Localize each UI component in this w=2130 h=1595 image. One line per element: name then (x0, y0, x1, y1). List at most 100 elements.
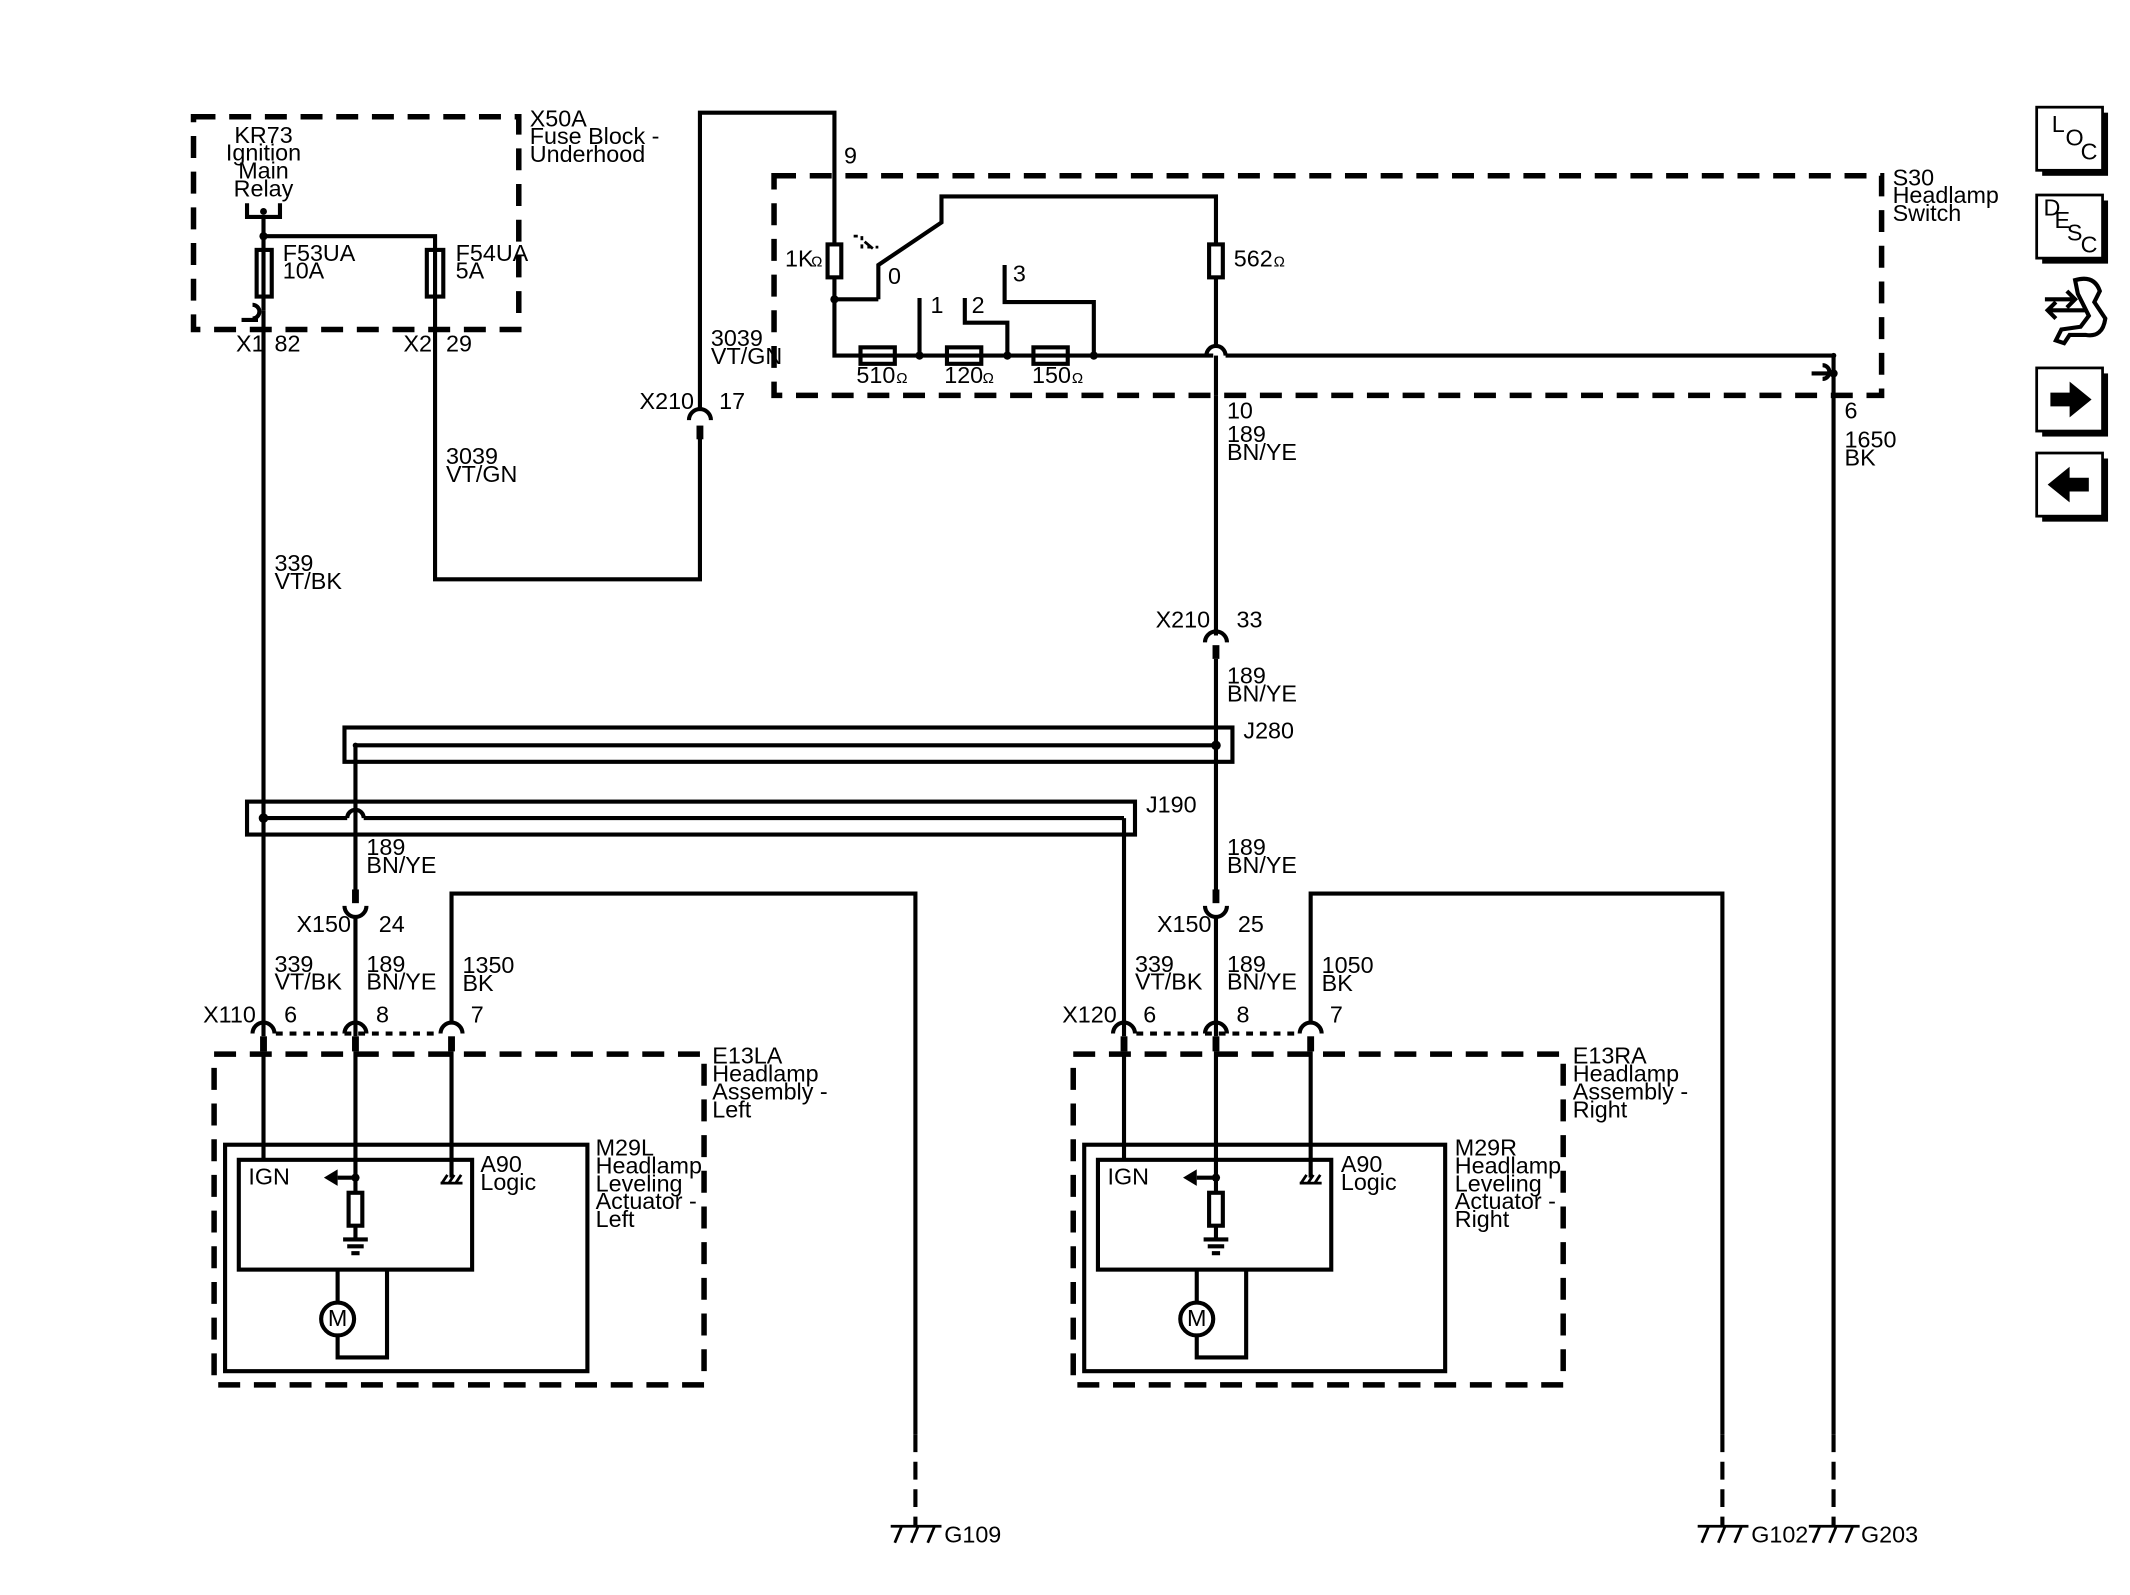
resistor-562-unit: Ω (1274, 253, 1285, 270)
location-letter-o: O (2065, 125, 2083, 151)
right-assembly-name-1: Headlamp (1573, 1061, 1679, 1087)
connector-wrench-icon[interactable] (2044, 276, 2108, 346)
switch-name-1: Headlamp (1893, 182, 1999, 208)
left-actuator-name-3: Actuator - (596, 1188, 697, 1214)
connector-x110-pin-7: 7 (471, 1002, 484, 1028)
location-button[interactable]: L O C (2035, 105, 2109, 176)
connector-x210-33: X210 33 (1156, 606, 1263, 659)
resistor-120-value: 120 (944, 362, 983, 388)
wire-189-upper-circuit: 189 (1227, 421, 1266, 447)
wire-189-mid-circuit: 189 (1227, 663, 1266, 689)
connector-x210-33-pin: 33 (1237, 606, 1263, 632)
description-letter-c: C (2081, 232, 2098, 258)
fuse-f54ua-rating: 5A (456, 258, 485, 284)
resistor-510-unit: Ω (896, 370, 907, 387)
wire-339-right-circuit: 339 (1135, 951, 1174, 977)
switch-pos-3: 3 (1013, 260, 1026, 286)
connector-x110-pin-8: 8 (376, 1002, 389, 1028)
fuse-f53ua-id: F53UA (283, 240, 356, 266)
connector-x210-33-id: X210 (1156, 606, 1211, 632)
connector-x210-17: X210 17 (640, 388, 745, 440)
left-logic-ign: IGN (248, 1164, 289, 1190)
switch-pin-9: 9 (844, 142, 857, 168)
splice-j190-id: J190 (1146, 792, 1197, 818)
wire-339-right-color: VT/BK (1135, 969, 1203, 995)
fuse-f53ua: F53UA 10A (254, 236, 356, 299)
wire-339-main-color: VT/BK (274, 568, 342, 594)
wire-189-right-circuit: 189 (1227, 951, 1266, 977)
connector-x120-id: X120 (1062, 1002, 1117, 1028)
left-actuator-name-1: Headlamp (596, 1153, 702, 1179)
fuse-block-id: X50A (530, 105, 588, 131)
wire-189-right-upper-circuit: 189 (1227, 834, 1266, 860)
fuse-f54ua-id: F54UA (456, 240, 529, 266)
wire-3039-upper-color: VT/GN (711, 343, 782, 369)
switch-pos-0: 0 (888, 263, 901, 289)
connector-x120: X120 6 8 7 (1062, 1002, 1343, 1052)
arrow-left-icon (2047, 466, 2089, 503)
headlamp-assembly-right: E13RA Headlamp Assembly - Right M29R Hea… (1070, 1043, 1688, 1388)
left-assembly-name-1: Headlamp (712, 1061, 818, 1087)
relay-name-2: Main (238, 158, 289, 184)
right-logic-ground-icon (1299, 1174, 1322, 1185)
connector-x110: X110 6 8 7 (203, 1002, 484, 1052)
connector-x120-pin-8: 8 (1237, 1002, 1250, 1028)
fuse-f54ua: F54UA 5A (424, 240, 529, 299)
arrow-right-icon (2050, 381, 2092, 418)
next-page-button[interactable] (2035, 366, 2109, 437)
connector-x110-pin-6: 6 (284, 1002, 297, 1028)
wire-1350-color: BK (463, 970, 495, 996)
connector-x150-25-pin: 25 (1238, 911, 1264, 937)
wire-189-left-circuit: 189 (366, 951, 405, 977)
wire-1350 (449, 891, 918, 1435)
resistor-510-value: 510 (856, 362, 895, 388)
right-assembly-id: E13RA (1573, 1043, 1647, 1069)
splice-j280: J280 (342, 717, 1294, 764)
previous-page-button[interactable] (2035, 451, 2109, 522)
relay-name-3: Relay (234, 175, 294, 201)
pin-x1: X1 (236, 330, 265, 356)
wire-189-left-color: BN/YE (366, 969, 436, 995)
connector-x210-17-pin: 17 (719, 388, 745, 414)
pin-82: 82 (274, 330, 300, 356)
left-logic-ground-icon (440, 1174, 463, 1185)
fuse-block-name-1: Fuse Block - (530, 123, 660, 149)
right-logic-ign: IGN (1108, 1164, 1149, 1190)
connector-x110-id: X110 (203, 1002, 256, 1028)
fuse-block-x50a: X50A Fuse Block - Underhood KR73 Ignitio… (190, 105, 660, 356)
description-letter-d: D (2044, 195, 2061, 221)
ignition-main-relay: KR73 Ignition Main Relay (226, 122, 301, 237)
connector-x120-pin-6: 6 (1143, 1002, 1156, 1028)
wire-3039-lower (432, 329, 702, 582)
wire-189-mid-color: BN/YE (1227, 680, 1297, 706)
resistor-150-value: 150 (1032, 362, 1071, 388)
headlamp-switch-s30: S30 Headlamp Switch 9 1K Ω 0 1 2 3 510 Ω… (771, 142, 1999, 399)
right-assembly-name-3: Right (1573, 1096, 1628, 1122)
description-letter-e: E (2055, 207, 2071, 233)
wire-339-left-color: VT/BK (274, 969, 342, 995)
wire-189-left-upper-circuit: 189 (366, 834, 405, 860)
relay-id: KR73 (234, 122, 292, 148)
switch-pin-10: 10 (1227, 398, 1253, 424)
right-assembly-name-2: Assembly - (1573, 1078, 1688, 1104)
splice-j280-id: J280 (1243, 717, 1294, 743)
left-assembly-name-3: Left (712, 1096, 751, 1122)
ground-g109: G109 (890, 1434, 1001, 1548)
right-actuator-name-1: Headlamp (1455, 1153, 1561, 1179)
left-assembly-id: E13LA (712, 1043, 782, 1069)
connector-x150-25-id: X150 (1157, 911, 1212, 937)
wire-3039-upper-circuit: 3039 (711, 325, 763, 351)
right-actuator-name-2: Leveling (1455, 1170, 1542, 1196)
connector-x120-pin-7: 7 (1330, 1002, 1343, 1028)
wire-189-right-upper-color: BN/YE (1227, 852, 1297, 878)
switch-pos-2: 2 (972, 292, 985, 318)
connector-x150-24-pin: 24 (379, 911, 405, 937)
resistor-120-unit: Ω (983, 370, 994, 387)
pin-29: 29 (446, 330, 472, 356)
fuse-f53ua-rating: 10A (283, 258, 325, 284)
wire-189-right-color: BN/YE (1227, 969, 1297, 995)
description-button[interactable]: D E S C (2035, 193, 2109, 264)
right-actuator-id: M29R (1455, 1135, 1517, 1161)
right-actuator-name-3: Actuator - (1455, 1188, 1556, 1214)
